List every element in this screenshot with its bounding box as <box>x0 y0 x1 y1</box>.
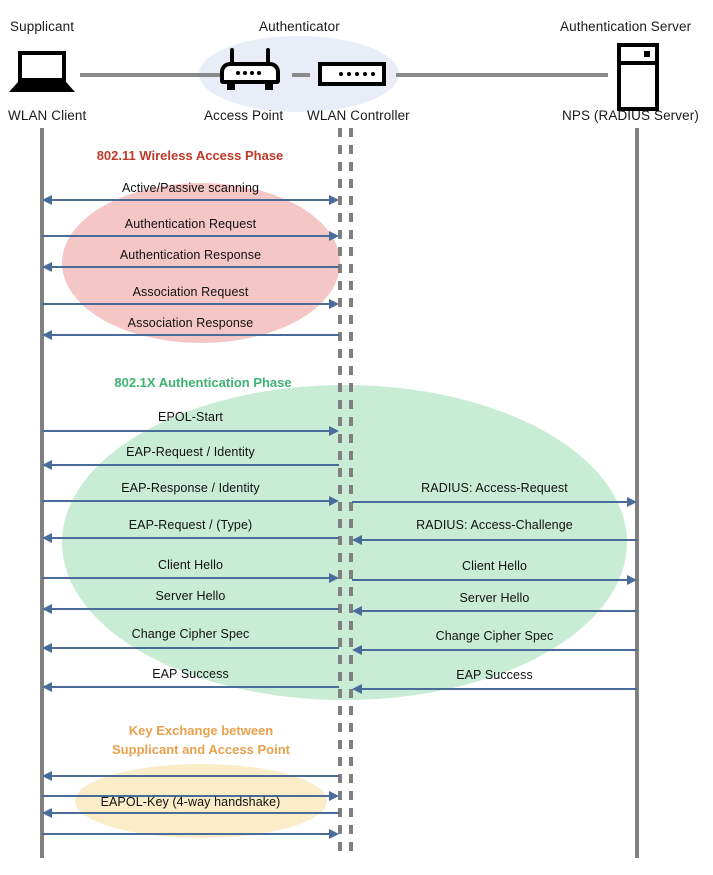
phase-ellipse-802-1x <box>62 385 627 700</box>
lifeline-authentication-server <box>635 128 639 858</box>
lifeline-supplicant <box>40 128 44 858</box>
message-label: Client Hello <box>461 559 528 573</box>
message-label: Server Hello <box>155 589 226 603</box>
phase-title-802-11: 802.11 Wireless Access Phase <box>96 148 284 163</box>
laptop-icon <box>9 51 84 93</box>
access-point-icon <box>220 48 282 92</box>
message-label: Authentication Response <box>119 248 262 262</box>
lifeline-access-point <box>338 128 342 858</box>
message-label: RADIUS: Access-Challenge <box>416 518 573 532</box>
message-label: Client Hello <box>157 558 224 572</box>
message-label: EAP-Request / (Type) <box>128 518 253 532</box>
node-label-access-point: Access Point <box>204 108 284 123</box>
wire-client-to-ap <box>80 73 220 77</box>
node-label-nps-radius-server: NPS (RADIUS Server) <box>562 108 699 123</box>
node-label-wlan-controller: WLAN Controller <box>307 108 410 123</box>
role-title-authenticator: Authenticator <box>259 19 340 34</box>
message-label: EAP Success <box>152 667 229 681</box>
phase-title-key-exchange: Key Exchange between Supplicant and Acce… <box>76 721 326 759</box>
message-label: EAP Success <box>456 668 533 682</box>
role-title-supplicant: Supplicant <box>10 19 75 34</box>
message-label: EAP-Request / Identity <box>126 445 255 459</box>
phase-title-802-1x: 802.1X Authentication Phase <box>114 375 292 390</box>
message-label: Association Response <box>127 316 254 330</box>
message-label: Change Cipher Spec <box>435 629 554 643</box>
message-label: Active/Passive scanning <box>121 181 260 195</box>
message-label-eapol-key: EAPOL-Key (4-way handshake) <box>100 795 281 809</box>
message-label: EAP-Response / Identity <box>121 481 260 495</box>
message-label: Association Request <box>132 285 249 299</box>
message-label: EPOL-Start <box>158 410 223 424</box>
wlan-controller-icon <box>318 62 386 86</box>
role-title-authentication-server: Authentication Server <box>560 19 692 34</box>
lifeline-wlan-controller <box>349 128 353 858</box>
server-icon <box>617 43 659 111</box>
message-label: RADIUS: Access-Request <box>421 481 568 495</box>
node-label-wlan-client: WLAN Client <box>8 108 87 123</box>
message-label: Change Cipher Spec <box>131 627 250 641</box>
phase-title-key-exchange-line2: Supplicant and Access Point <box>112 742 290 757</box>
message-label: Authentication Request <box>124 217 257 231</box>
wire-ap-to-controller <box>292 73 310 77</box>
wire-controller-to-server <box>396 73 608 77</box>
phase-ellipse-802-11 <box>62 183 340 343</box>
message-label: Server Hello <box>459 591 530 605</box>
phase-title-key-exchange-line1: Key Exchange between <box>128 723 274 738</box>
